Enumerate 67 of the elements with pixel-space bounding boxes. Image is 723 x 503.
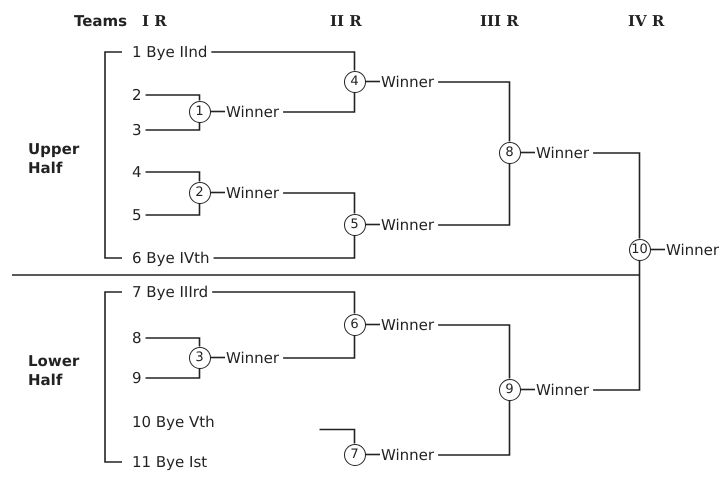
bracket-line	[593, 152, 640, 238]
connector-line	[210, 356, 225, 358]
team-entry: 10 Bye Vth	[132, 412, 215, 432]
winner-label: Winner	[666, 240, 720, 260]
match-number-circle: 2	[188, 182, 210, 204]
connector-line	[366, 454, 380, 456]
match-number-circle: 3	[188, 346, 210, 368]
bracket-line	[438, 324, 510, 378]
connector-line	[366, 324, 380, 326]
team-entry: 8	[132, 328, 142, 348]
bracket-line	[146, 94, 200, 100]
team-entry: 5	[132, 205, 142, 225]
column-heading: II R	[330, 12, 362, 31]
bracket-line	[438, 81, 510, 142]
winner-label: Winner	[226, 183, 280, 203]
connector-line	[520, 152, 535, 154]
match-number-circle: 7	[344, 444, 366, 466]
connector-line	[366, 224, 380, 226]
bracket-line	[146, 171, 200, 182]
connector-line	[650, 248, 665, 250]
winner-label: Winner	[381, 215, 434, 235]
match-number-circle: 8	[498, 142, 520, 164]
winner-label: Winner	[226, 102, 280, 122]
group-heading: Upper Half	[28, 140, 80, 178]
bracket-line	[593, 260, 640, 391]
team-entry: 4	[132, 162, 142, 182]
winner-label: Winner	[381, 72, 434, 92]
bracket-line	[283, 192, 356, 214]
team-entry: 6 Bye IVth	[132, 248, 210, 268]
winner-label: Winner	[381, 315, 434, 335]
connector-line	[366, 80, 380, 82]
column-heading: III R	[480, 12, 519, 31]
winner-label: Winner	[381, 445, 434, 465]
group-heading: Lower Half	[28, 352, 80, 390]
bracket-line	[438, 400, 510, 456]
bracket-line	[146, 204, 200, 216]
match-number-circle: 9	[498, 378, 520, 400]
winner-label: Winner	[536, 143, 590, 163]
bracket-line	[146, 337, 200, 346]
match-number-circle: 6	[344, 314, 366, 336]
bracket-line	[283, 92, 356, 113]
column-heading: I R	[142, 12, 167, 31]
connector-line	[520, 388, 535, 390]
connector-line	[210, 110, 225, 112]
winner-label: Winner	[536, 380, 590, 400]
bracket-line	[214, 236, 356, 259]
team-entry: 7 Bye IIIrd	[132, 282, 208, 302]
bracket-line	[283, 336, 356, 359]
bracket-line	[146, 122, 200, 131]
match-number-circle: 4	[344, 70, 366, 92]
match-number-circle: 5	[344, 214, 366, 236]
bracket-line	[146, 368, 200, 379]
bracket-line	[320, 428, 356, 444]
bracket-line	[438, 164, 510, 226]
team-entry: 2	[132, 85, 142, 105]
bracket-line	[212, 291, 356, 314]
team-entry: 3	[132, 120, 142, 140]
column-heading: IV R	[628, 12, 664, 31]
winner-label: Winner	[226, 348, 280, 368]
team-entry: 11 Bye Ist	[132, 452, 208, 472]
team-entry: 9	[132, 368, 142, 388]
column-heading: Teams	[74, 12, 128, 31]
team-entry: 1 Bye IInd	[132, 42, 208, 62]
match-number-circle: 10	[628, 238, 650, 260]
match-number-circle: 1	[188, 100, 210, 122]
bracket-line	[211, 51, 356, 70]
connector-line	[210, 192, 225, 194]
